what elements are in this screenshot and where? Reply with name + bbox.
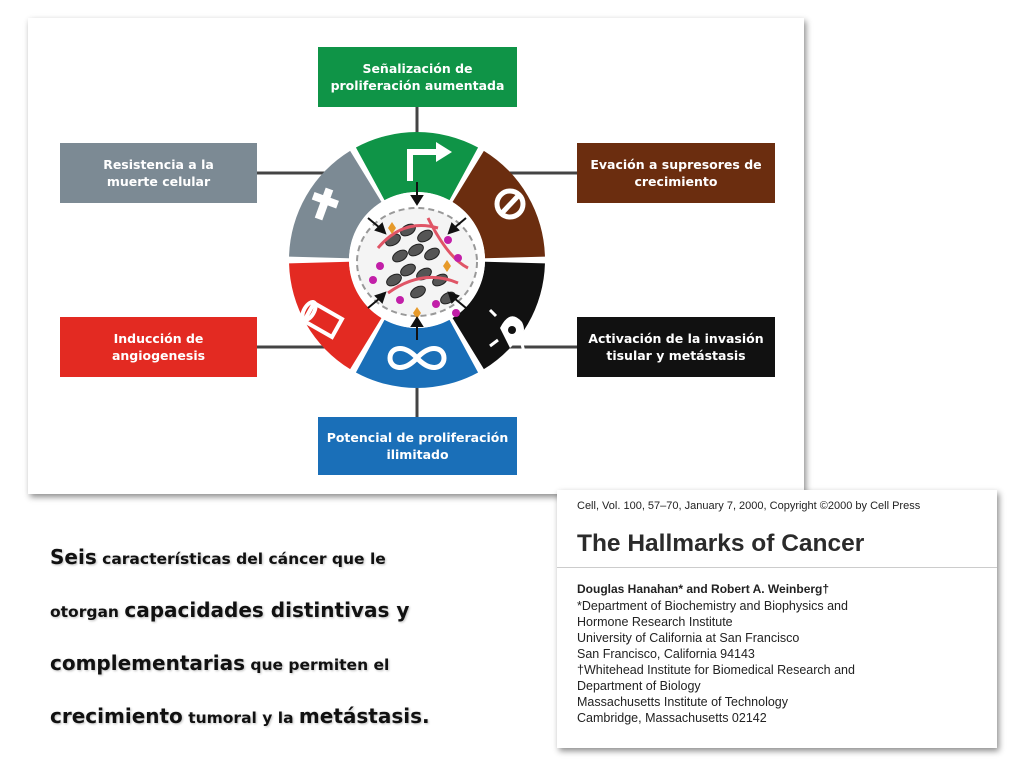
cross-icon <box>311 187 339 221</box>
emphasis-text: complementarias <box>50 651 245 675</box>
arrow-head-icon <box>436 142 452 162</box>
hallmark-label: Activación de la invasión tisular y metá… <box>588 331 764 363</box>
infinity-icon <box>387 346 447 370</box>
hallmark-box-angiogenesis: Inducción de angiogenesis <box>60 317 257 377</box>
emphasis-text: Seis <box>50 545 97 569</box>
emphasis-text: metástasis. <box>298 704 430 728</box>
paper-affiliations: *Department of Biochemistry and Biophysi… <box>577 598 855 726</box>
paper-citation-card: Cell, Vol. 100, 57–70, January 7, 2000, … <box>557 490 997 748</box>
affiliation-line: †Whitehead Institute for Biomedical Rese… <box>577 663 855 677</box>
summary-line-4: crecimiento tumoral y la metástasis. <box>50 691 500 744</box>
tumor-ellipse <box>356 207 478 317</box>
affiliation-line: Massachusetts Institute of Technology <box>577 695 788 709</box>
affiliation-line: Cambridge, Massachusetts 02142 <box>577 711 767 725</box>
emphasis-text: capacidades distintivas y <box>124 598 410 622</box>
summary-line-3: complementarias que permiten el <box>50 638 500 691</box>
segment-invasion <box>452 261 545 370</box>
normal-text: tumoral y la <box>182 709 299 727</box>
hallmark-label: Potencial de proliferación ilimitado <box>326 430 509 462</box>
hallmarks-diagram: Señalización de proliferación aumentada … <box>28 18 804 494</box>
no-entry-icon <box>494 188 526 220</box>
hallmark-box-resisting-cell-death: Resistencia a la muerte celular <box>60 143 257 203</box>
normal-text: que permiten el <box>245 656 390 674</box>
segment-immortality <box>355 319 479 389</box>
affiliation-line: Department of Biology <box>577 679 701 693</box>
hallmark-label: Evación a supresores de crecimiento <box>590 157 762 189</box>
hallmarks-wheel <box>257 107 577 417</box>
affiliation-line: University of California at San Francisc… <box>577 631 800 645</box>
hallmark-box-evading-suppressors: Evación a supresores de crecimiento <box>577 143 775 203</box>
normal-text: otorgan <box>50 603 125 621</box>
arrow-icon <box>407 149 441 181</box>
vessel-icon <box>300 299 345 340</box>
paper-authors: Douglas Hanahan* and Robert A. Weinberg† <box>577 582 830 596</box>
divider <box>557 567 997 568</box>
hallmark-label: Señalización de proliferación aumentada <box>330 61 505 93</box>
paper-title: The Hallmarks of Cancer <box>577 530 865 557</box>
affiliation-line: San Francisco, California 94143 <box>577 647 755 661</box>
hallmark-box-invasion-metastasis: Activación de la invasión tisular y metá… <box>577 317 775 377</box>
hallmark-box-replicative-immortality: Potencial de proliferación ilimitado <box>318 417 517 475</box>
hallmark-label: Inducción de angiogenesis <box>111 331 206 363</box>
crab-icon <box>488 308 526 353</box>
hallmark-label: Resistencia a la muerte celular <box>103 157 214 189</box>
affiliation-line: Hormone Research Institute <box>577 615 733 629</box>
segment-proliferation <box>355 132 479 201</box>
normal-text: características del cáncer que le <box>96 550 386 568</box>
emphasis-text: crecimiento <box>50 704 183 728</box>
journal-citation: Cell, Vol. 100, 57–70, January 7, 2000, … <box>577 500 921 512</box>
summary-text: Seis características del cáncer que le o… <box>50 532 500 744</box>
hallmark-box-proliferation-signaling: Señalización de proliferación aumentada <box>318 47 517 107</box>
affiliation-line: *Department of Biochemistry and Biophysi… <box>577 599 848 613</box>
summary-line-1: Seis características del cáncer que le <box>50 532 500 585</box>
tumor-cells-icon <box>369 217 469 319</box>
summary-line-2: otorgan capacidades distintivas y <box>50 585 500 638</box>
